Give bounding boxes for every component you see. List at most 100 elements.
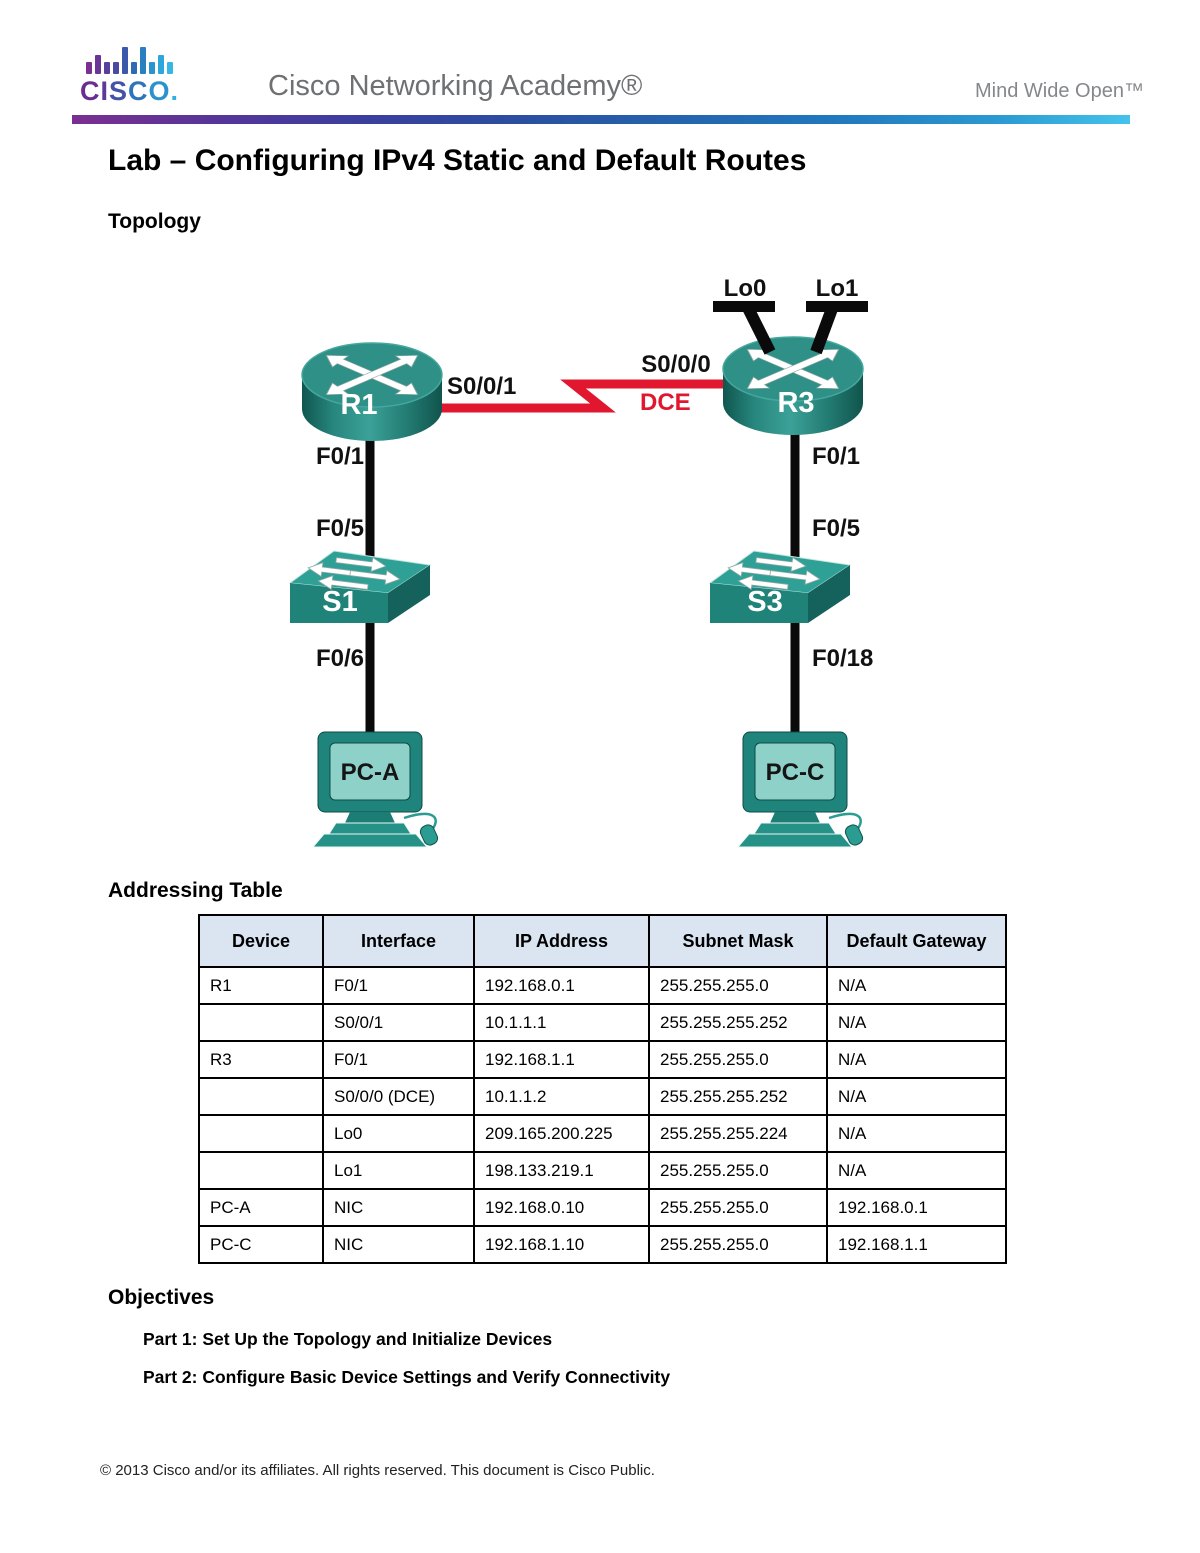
cell-device (198, 1151, 324, 1190)
logo-letter: S (109, 76, 129, 106)
cell-interface: F0/1 (322, 966, 475, 1005)
topology-diagram: R1 R3 S1 S3 PC-A PC-C (289, 275, 873, 849)
cell-interface: F0/1 (322, 1040, 475, 1079)
cell-interface: NIC (322, 1225, 475, 1264)
table-row: Lo1 198.133.219.1 255.255.255.0 N/A (198, 1151, 1007, 1190)
cell-device: R3 (198, 1040, 324, 1079)
device-label-pcc: PC-C (766, 759, 825, 786)
cell-gateway: 192.168.1.1 (826, 1225, 1007, 1264)
cell-device (198, 1114, 324, 1153)
router-r3: R3 (722, 336, 864, 436)
device-label-s3: S3 (747, 586, 782, 618)
col-header-ip: IP Address (473, 914, 650, 968)
cell-device: PC-C (198, 1225, 324, 1264)
cell-gateway: N/A (826, 1077, 1007, 1116)
table-row: PC-C NIC 192.168.1.10 255.255.255.0 192.… (198, 1225, 1007, 1264)
device-label-r3: R3 (777, 387, 814, 419)
cell-gateway: N/A (826, 1040, 1007, 1079)
cell-ip: 198.133.219.1 (473, 1151, 650, 1190)
cell-device: PC-A (198, 1188, 324, 1227)
col-header-device: Device (198, 914, 324, 968)
cell-ip: 192.168.1.10 (473, 1225, 650, 1264)
cell-gateway: N/A (826, 1003, 1007, 1042)
cell-mask: 255.255.255.0 (648, 1225, 828, 1264)
router-r1: R1 (301, 342, 443, 442)
logo-letter: I (100, 76, 110, 106)
cell-ip: 192.168.0.1 (473, 966, 650, 1005)
cell-ip: 192.168.1.1 (473, 1040, 650, 1079)
device-label-r1: R1 (340, 389, 377, 421)
objectives-heading: Objectives (108, 1286, 215, 1309)
table-row: R1 F0/1 192.168.0.1 255.255.255.0 N/A (198, 966, 1007, 1005)
table-header-row: Device Interface IP Address Subnet Mask … (198, 914, 1007, 968)
header-divider-bar (72, 115, 1130, 124)
cell-gateway: N/A (826, 1114, 1007, 1153)
col-header-gateway: Default Gateway (826, 914, 1007, 968)
label-dce: DCE (640, 389, 691, 416)
switch-icon (289, 550, 431, 624)
cell-device: R1 (198, 966, 324, 1005)
cell-interface: S0/0/0 (DCE) (322, 1077, 475, 1116)
cell-gateway: 192.168.0.1 (826, 1188, 1007, 1227)
tagline-text: Mind Wide Open™ (975, 80, 1144, 102)
label-lo0: Lo0 (724, 275, 767, 302)
logo-letter: C (128, 76, 149, 106)
loopback-connector-lo0 (713, 301, 776, 355)
cell-interface: Lo1 (322, 1151, 475, 1190)
cell-mask: 255.255.255.0 (648, 1188, 828, 1227)
label-s0-0-1: S0/0/1 (447, 373, 516, 400)
copyright-footer: © 2013 Cisco and/or its affiliates. All … (100, 1462, 655, 1479)
logo-letter: O (148, 76, 171, 106)
addressing-table-heading: Addressing Table (108, 879, 283, 902)
cell-gateway: N/A (826, 966, 1007, 1005)
cell-mask: 255.255.255.0 (648, 966, 828, 1005)
switch-s1: S1 (289, 550, 431, 624)
label-r1-f0-1: F0/1 (316, 443, 364, 470)
device-label-pca: PC-A (341, 759, 400, 786)
loopback-connector-lo1 (806, 301, 868, 355)
cell-interface: NIC (322, 1188, 475, 1227)
pc-icon (311, 730, 441, 849)
cell-mask: 255.255.255.0 (648, 1151, 828, 1190)
cell-mask: 255.255.255.252 (648, 1077, 828, 1116)
brand-text: Cisco Networking Academy® (268, 70, 643, 102)
device-label-s1: S1 (322, 586, 357, 618)
label-s3-f0-5: F0/5 (812, 515, 860, 542)
pc-a: PC-A (311, 730, 441, 849)
table-row: S0/0/1 10.1.1.1 255.255.255.252 N/A (198, 1003, 1007, 1042)
cisco-logo-bars-icon (86, 46, 173, 74)
cell-ip: 192.168.0.10 (473, 1188, 650, 1227)
label-r3-f0-1: F0/1 (812, 443, 860, 470)
label-s1-f0-5: F0/5 (316, 515, 364, 542)
logo-letter: C (80, 76, 101, 106)
table-row: PC-A NIC 192.168.0.10 255.255.255.0 192.… (198, 1188, 1007, 1227)
pc-c: PC-C (736, 730, 866, 849)
cell-interface: Lo0 (322, 1114, 475, 1153)
cell-ip: 209.165.200.225 (473, 1114, 650, 1153)
label-s3-f0-18: F0/18 (812, 645, 873, 672)
logo-letter: . (170, 76, 180, 106)
label-lo1: Lo1 (816, 275, 859, 302)
addressing-table: Device Interface IP Address Subnet Mask … (198, 914, 1007, 1264)
cell-mask: 255.255.255.0 (648, 1040, 828, 1079)
cell-mask: 255.255.255.252 (648, 1003, 828, 1042)
pc-icon (736, 730, 866, 849)
label-s1-f0-6: F0/6 (316, 645, 364, 672)
cell-device (198, 1077, 324, 1116)
cell-ip: 10.1.1.2 (473, 1077, 650, 1116)
cell-device (198, 1003, 324, 1042)
objective-part-2: Part 2: Configure Basic Device Settings … (143, 1367, 671, 1387)
cisco-logo: CISCO. (80, 76, 179, 107)
objective-part-1: Part 1: Set Up the Topology and Initiali… (143, 1329, 553, 1349)
cell-interface: S0/0/1 (322, 1003, 475, 1042)
table-row: S0/0/0 (DCE) 10.1.1.2 255.255.255.252 N/… (198, 1077, 1007, 1116)
cell-mask: 255.255.255.224 (648, 1114, 828, 1153)
table-row: Lo0 209.165.200.225 255.255.255.224 N/A (198, 1114, 1007, 1153)
topology-heading: Topology (108, 210, 201, 233)
page-title: Lab – Configuring IPv4 Static and Defaul… (108, 144, 807, 177)
serial-cable-r1-r3 (437, 379, 728, 413)
cell-ip: 10.1.1.1 (473, 1003, 650, 1042)
col-header-mask: Subnet Mask (648, 914, 828, 968)
table-row: R3 F0/1 192.168.1.1 255.255.255.0 N/A (198, 1040, 1007, 1079)
